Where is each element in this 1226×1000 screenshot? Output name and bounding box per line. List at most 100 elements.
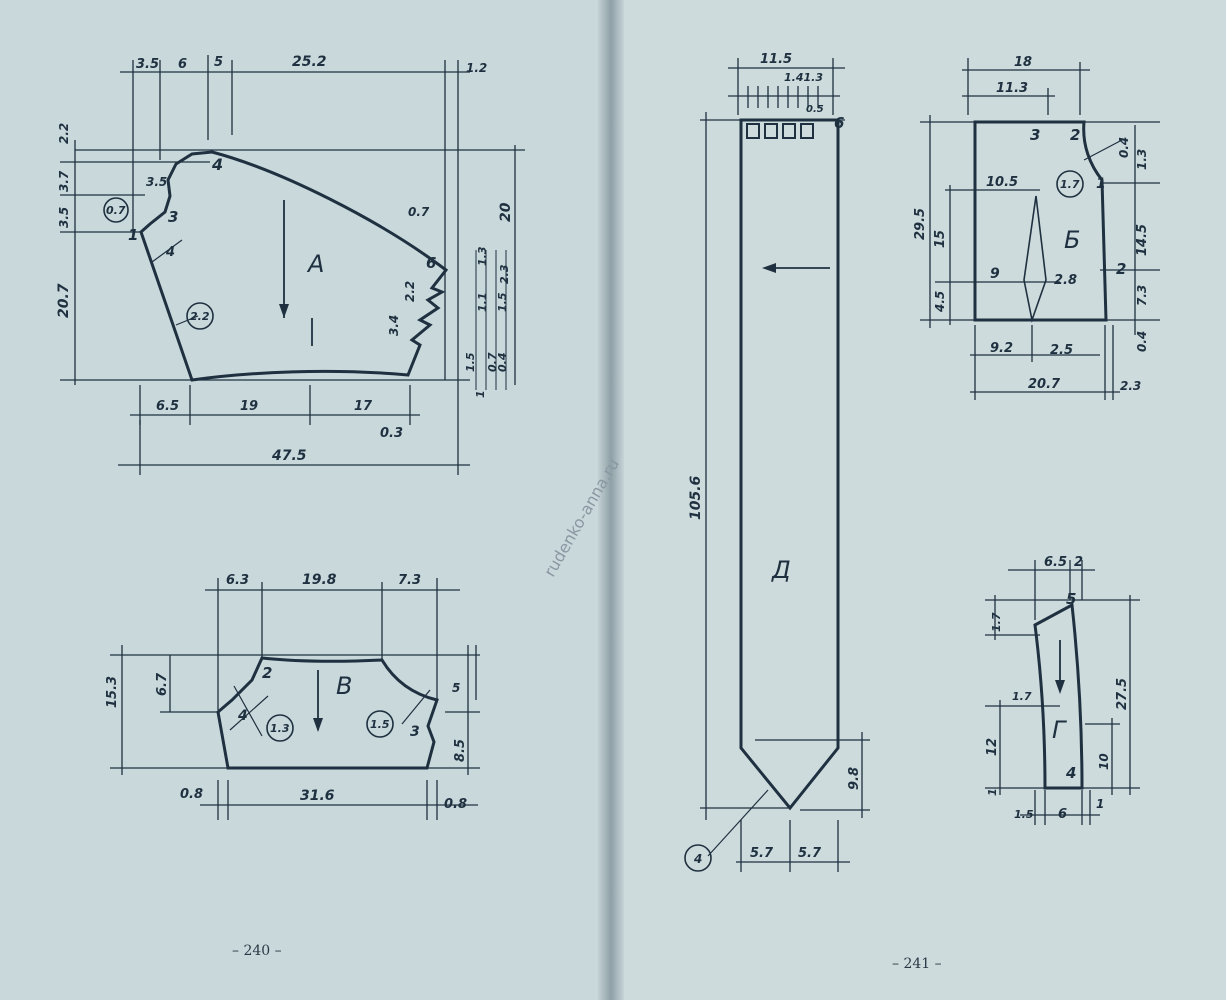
mark-v-3: 3 <box>410 724 420 740</box>
dim-v-0-8-l: 0.8 <box>180 787 203 802</box>
dim-a-25-2: 25.2 <box>292 54 327 70</box>
piece-g-outline <box>1033 602 1084 790</box>
dim-g-1-7: 1.7 <box>990 612 1003 632</box>
mark-v-2: 2 <box>262 664 272 682</box>
dim-g-1-7b: 1.7 <box>1012 690 1032 703</box>
circle-d-4: 4 <box>693 852 702 866</box>
piece-v-letter: В <box>336 672 352 700</box>
dim-v-6-7: 6.7 <box>155 672 170 696</box>
dim-be-11-3: 11.3 <box>996 81 1028 96</box>
dim-a-side-1: 1 <box>474 390 487 398</box>
dim-be-15: 15 <box>933 230 948 248</box>
dim-a-6: 6 <box>178 57 187 72</box>
piece-a-outline <box>139 150 449 382</box>
dim-be-7-3: 7.3 <box>1135 285 1149 306</box>
mark-a-1: 1 <box>128 226 138 244</box>
pattern-piece-d: Д 11.5 1.41.3 0.5 6 105.6 9.8 5.7 5.7 4 <box>684 52 870 872</box>
mark-be-1: 1 <box>1096 176 1106 192</box>
dim-a-col-1-5: 1.5 <box>496 292 509 312</box>
dim-v-6-3: 6.3 <box>226 573 249 588</box>
left-page <box>0 0 604 1000</box>
dim-a-3-7: 3.7 <box>57 170 71 192</box>
dim-g-6: 6 <box>1058 807 1067 822</box>
piece-g-letter: Г <box>1052 716 1067 744</box>
dim-be-1-3: 1.3 <box>1135 149 1149 170</box>
dim-be-2-8: 2.8 <box>1054 273 1077 288</box>
dim-a-17: 17 <box>354 399 373 414</box>
mark-a-4b: 4 <box>165 245 175 260</box>
mark-a-6: 6 <box>426 254 436 272</box>
dim-a-col-0-7: 0.7 <box>486 352 499 372</box>
dim-a-3-5: 3.5 <box>136 57 159 72</box>
piece-be-outline <box>973 120 1108 322</box>
circle-v-1-3: 1.3 <box>270 722 290 735</box>
dim-a-6-5: 6.5 <box>156 399 179 414</box>
dim-be-14-5: 14.5 <box>1135 224 1150 256</box>
dim-a-side-1-5: 1.5 <box>464 352 477 372</box>
piece-a-letter: А <box>306 250 324 278</box>
dim-d-105-6: 105.6 <box>688 475 704 520</box>
dim-a-3-5-left: 3.5 <box>57 207 71 228</box>
dim-be-0-4b: 0.4 <box>1135 331 1149 352</box>
pattern-piece-v: В 6.3 19.8 7.3 15.3 6.7 8.5 5 0.8 31.6 0… <box>105 572 480 820</box>
dim-be-9-2: 9.2 <box>990 341 1013 356</box>
pattern-piece-g: Г 6.5 2 1.7 1.7 12 1 27.5 10 1.5 6 1 5 4 <box>985 555 1140 825</box>
dim-g-27-5: 27.5 <box>1115 678 1130 710</box>
dim-be-0-4: 0.4 <box>1117 137 1131 158</box>
dim-v-5: 5 <box>452 681 460 695</box>
dim-d-6: 6 <box>834 114 844 132</box>
dim-d-0-5: 0.5 <box>806 104 824 115</box>
book-spine <box>598 0 624 1000</box>
mark-g-4: 4 <box>1065 764 1076 782</box>
dim-be-29-5: 29.5 <box>913 208 928 240</box>
dim-be-20-7: 20.7 <box>1028 377 1061 392</box>
dim-d-5-7-r: 5.7 <box>798 846 822 861</box>
dim-a-side-2-2: 2.2 <box>403 281 417 302</box>
dim-a-neck-3-5: 3.5 <box>146 175 167 189</box>
dim-a-20: 20 <box>498 202 514 222</box>
circle-a-0-7: 0.7 <box>106 204 126 217</box>
dim-a-2-2: 2.2 <box>57 123 71 144</box>
dim-d-11-5: 11.5 <box>760 52 792 67</box>
dim-a-19: 19 <box>240 399 258 414</box>
mark-a-4: 4 <box>211 155 223 174</box>
piece-be-letter: Б <box>1064 226 1080 254</box>
dim-v-31-6: 31.6 <box>300 788 335 804</box>
mark-be-2b: 2 <box>1116 260 1126 278</box>
dim-d-9-8: 9.8 <box>847 767 862 790</box>
mark-v-4: 4 <box>237 708 248 724</box>
piece-d-letter: Д <box>771 556 791 584</box>
dim-be-2-3: 2.3 <box>1120 379 1141 393</box>
piece-v-outline <box>216 656 439 770</box>
dim-be-10-5: 10.5 <box>986 175 1018 190</box>
circle-a-2-2: 2.2 <box>190 310 210 323</box>
dim-be-18: 18 <box>1014 55 1032 70</box>
dim-be-2-5: 2.5 <box>1050 343 1073 358</box>
pattern-piece-a: А 3.5 6 5 25.2 1.2 2.2 3.7 3.5 20.7 3.5 … <box>56 54 525 475</box>
dim-d-5-7-l: 5.7 <box>750 846 774 861</box>
dim-be-4-5: 4.5 <box>933 291 947 313</box>
dim-a-20-7: 20.7 <box>56 283 72 318</box>
piece-d-outline <box>739 118 840 811</box>
dim-a-col-0-4: 0.4 <box>496 353 509 373</box>
dim-g-10: 10 <box>1097 753 1111 770</box>
mark-be-2: 2 <box>1070 126 1080 144</box>
dim-g-12: 12 <box>985 738 1000 756</box>
dim-a-1-2: 1.2 <box>466 61 487 75</box>
dim-a-col-1-3: 1.3 <box>476 246 489 266</box>
dim-a-0-7: 0.7 <box>408 205 430 219</box>
dim-a-47-5: 47.5 <box>271 448 307 464</box>
dim-d-1-4-1-3: 1.41.3 <box>784 71 823 84</box>
circle-be-1-7: 1.7 <box>1060 178 1080 191</box>
dim-g-6-5: 6.5 <box>1044 555 1067 570</box>
right-page <box>618 0 1226 1000</box>
dim-g-1: 1 <box>986 788 999 796</box>
dim-g-1-5: 1.5 <box>1014 808 1034 821</box>
page-number-right: – 241 – <box>892 956 942 972</box>
mark-g-5: 5 <box>1066 590 1076 608</box>
dim-v-19-8: 19.8 <box>302 572 337 588</box>
circle-v-1-5: 1.5 <box>370 718 390 731</box>
dim-g-1-bottom: 1 <box>1096 797 1104 811</box>
dim-g-2: 2 <box>1074 555 1083 570</box>
